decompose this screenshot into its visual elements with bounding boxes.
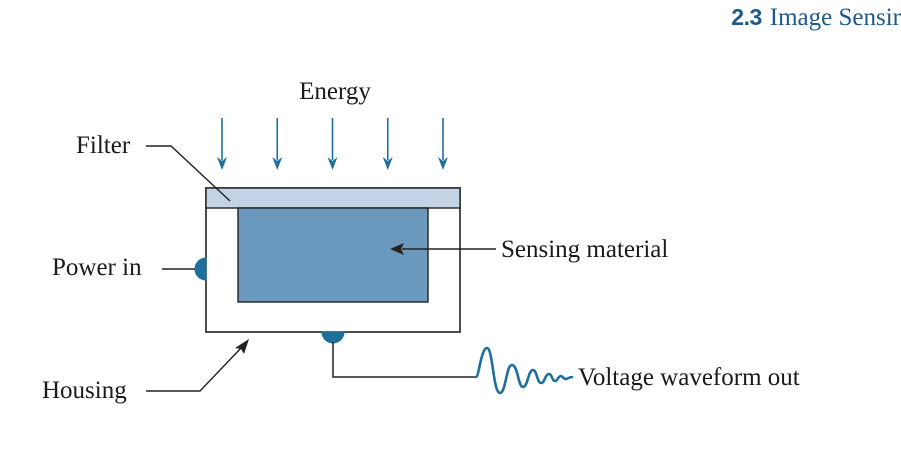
sensing-material-label: Sensing material — [501, 236, 668, 263]
output-wire — [332, 342, 476, 378]
energy-arrow-icon — [327, 157, 338, 170]
housing-leader-line — [146, 346, 243, 392]
section-header: 2.3 Image Sensir — [731, 4, 901, 32]
power-in-label: Power in — [52, 254, 142, 281]
filter-leader-line — [146, 145, 231, 202]
voltage-waveform-icon — [474, 346, 574, 395]
sensing-material-block — [237, 207, 429, 303]
section-number: 2.3 — [731, 4, 762, 30]
energy-arrow-icon — [272, 157, 283, 170]
energy-arrow-icon — [438, 157, 448, 170]
energy-label: Energy — [299, 78, 371, 105]
output-connector — [321, 331, 345, 344]
power-connector — [194, 257, 207, 281]
sensing-material-arrowhead — [390, 243, 404, 255]
filter-strip — [205, 187, 461, 209]
energy-arrow-icon — [382, 157, 393, 170]
voltage-waveform-out-label: Voltage waveform out — [578, 364, 800, 391]
energy-arrows — [217, 118, 448, 170]
housing-label: Housing — [42, 377, 127, 404]
housing-arrowhead — [235, 339, 249, 354]
section-title: Image Sensir — [769, 4, 901, 31]
energy-arrow-icon — [217, 157, 227, 170]
filter-label: Filter — [76, 132, 131, 159]
